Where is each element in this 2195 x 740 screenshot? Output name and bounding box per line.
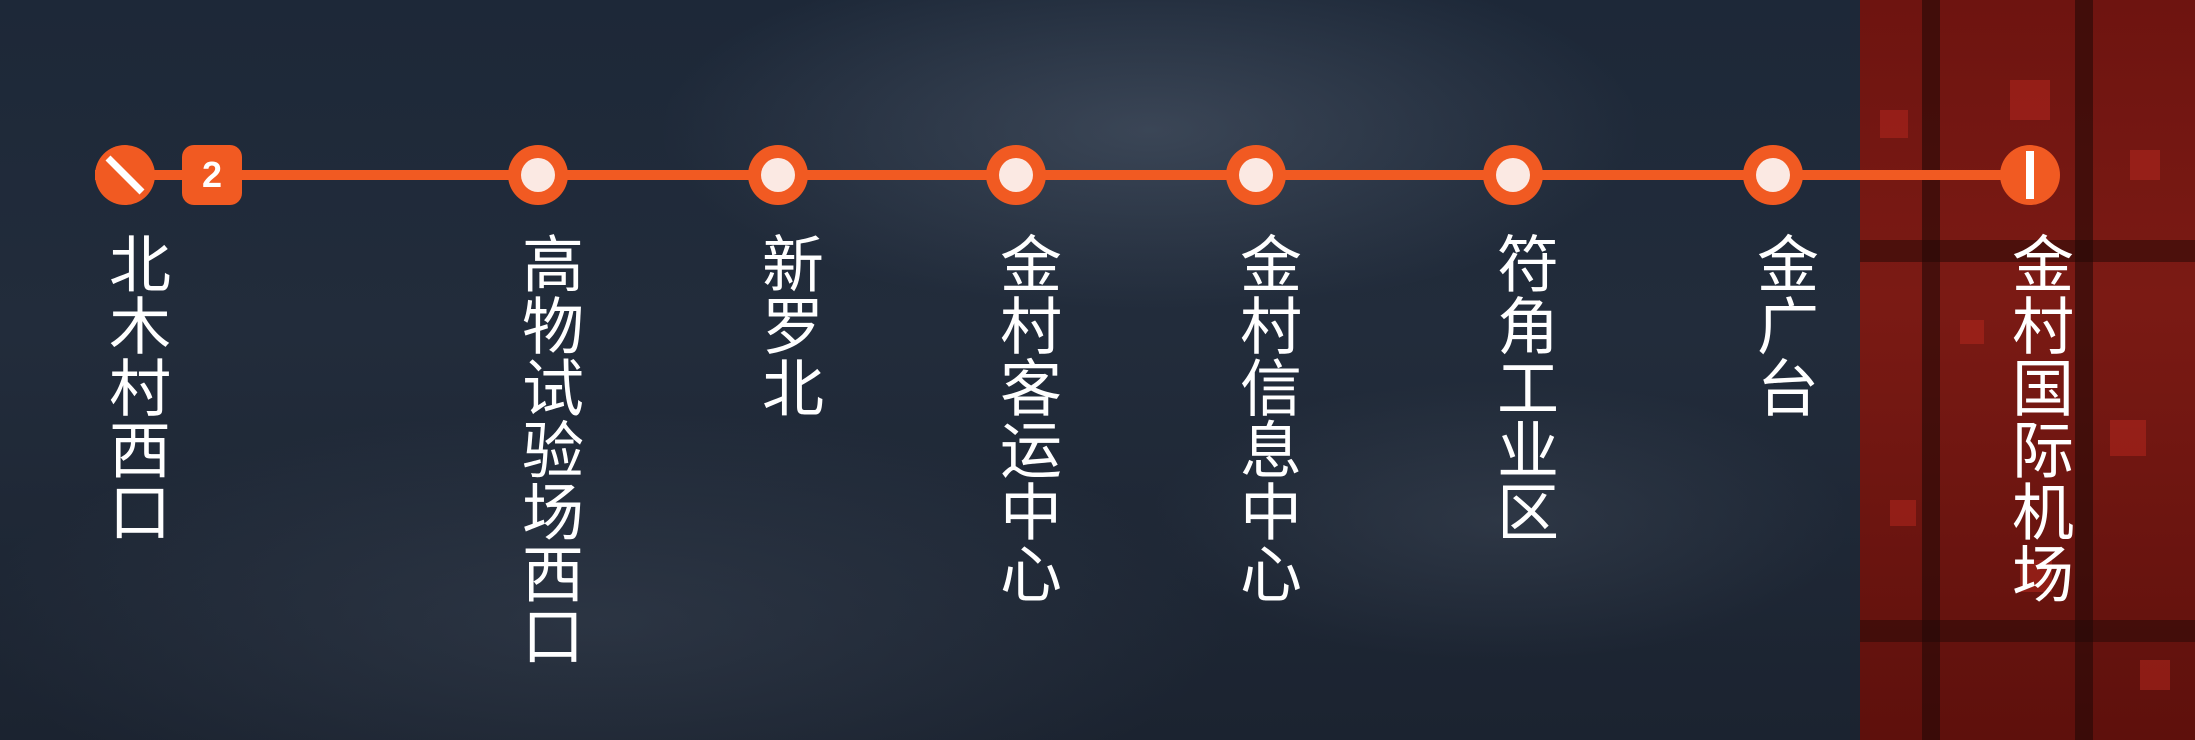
station-marker [1743,145,1803,205]
station-name: 金村客运中心 [989,232,1062,604]
panel-band [1860,240,2195,262]
station-name-terminus: 金村国际机场 [2001,232,2074,604]
panel-dot [2130,150,2160,180]
panel-post [1922,0,1940,740]
station-name: 金广台 [1746,232,1819,418]
station-marker [1226,145,1286,205]
panel-dot [1960,320,1984,344]
panel-dot [1890,500,1916,526]
destination-terminus-icon [2000,145,2060,205]
panel-dot [2010,80,2050,120]
station-marker-inner [521,158,555,192]
station-marker [986,145,1046,205]
line-number-badge: 2 [182,145,242,205]
station-name: 金村信息中心 [1229,232,1302,604]
panel-dot [2140,660,2170,690]
station-marker-inner [761,158,795,192]
station-name: 高物试验场西口 [511,232,584,666]
station-name-origin: 北木村西口 [98,232,171,542]
station-name: 符角工业区 [1486,232,1559,542]
background-red-panel [1860,0,2195,740]
route-line [95,170,2025,180]
panel-dot [2020,560,2052,592]
origin-terminus-icon [95,145,155,205]
panel-post [2075,0,2093,740]
station-marker-inner [1496,158,1530,192]
panel-dot [1880,110,1908,138]
station-marker-inner [1239,158,1273,192]
station-marker [748,145,808,205]
panel-band [1860,620,2195,642]
station-marker [1483,145,1543,205]
station-name: 新罗北 [751,232,824,418]
station-marker-inner [1756,158,1790,192]
station-marker-inner [999,158,1033,192]
panel-dot [2110,420,2146,456]
station-marker [508,145,568,205]
